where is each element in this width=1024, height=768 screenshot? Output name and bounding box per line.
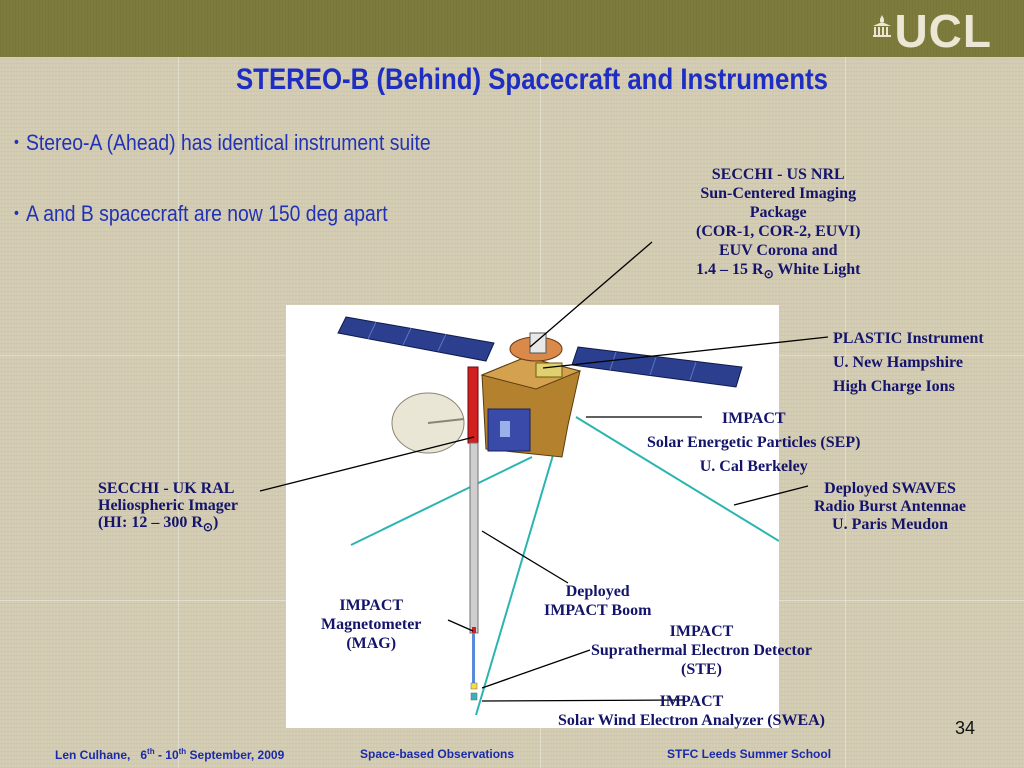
label-line: U. Cal Berkeley [699, 458, 808, 475]
label-line: Sun-Centered Imaging [700, 185, 857, 202]
slide-title: STEREO-B (Behind) Spacecraft and Instrum… [235, 63, 829, 96]
label-impact-boom: Deployed IMPACT Boom [544, 582, 651, 620]
footer-author-date: Len Culhane, 6th - 10th September, 2009 [55, 747, 285, 762]
label-line: Package [749, 204, 807, 221]
label-line: IMPACT [659, 693, 724, 710]
bullet-icon: • [14, 134, 19, 151]
label-line: U. New Hampshire [833, 354, 963, 371]
label-impact-mag: IMPACT Magnetometer (MAG) [321, 596, 421, 653]
label-line: 1.4 – 15 R⊙ White Light [696, 261, 861, 282]
label-line: Magnetometer [321, 616, 422, 633]
label-impact-ste: IMPACT Suprathermal Electron Detector (S… [591, 622, 812, 679]
label-line: SECCHI - UK RAL [98, 480, 235, 497]
label-line: (COR-1, COR-2, EUVI) [696, 223, 861, 240]
spacecraft-bus [480, 332, 582, 458]
label-line: Solar Wind Electron Analyzer (SWEA) [558, 712, 825, 729]
spacecraft-image [286, 305, 780, 728]
spacecraft-drawing [337, 316, 780, 716]
portico-icon [873, 15, 892, 37]
label-swaves: Deployed SWAVES Radio Burst Antennae U. … [814, 480, 966, 534]
footer-school: STFC Leeds Summer School [667, 747, 832, 761]
solar-panel-left [337, 316, 495, 362]
bullet-text: Stereo-A (Ahead) has identical instrumen… [25, 130, 431, 155]
label-line: IMPACT Boom [544, 602, 652, 619]
label-plastic: PLASTIC Instrument U. New Hampshire High… [833, 327, 984, 399]
label-line: IMPACT [721, 410, 786, 427]
top-banner: UCL [0, 0, 1024, 57]
label-impact-sep: IMPACT Solar Energetic Particles (SEP) U… [647, 407, 860, 479]
label-line: Suprathermal Electron Detector [591, 642, 812, 659]
label-line: Heliospheric Imager [98, 497, 238, 514]
label-line: Solar Energetic Particles (SEP) [647, 434, 861, 451]
background-grid-line [845, 57, 846, 768]
bullet-text: A and B spacecraft are now 150 deg apart [25, 201, 388, 226]
swaves-antennae [350, 416, 780, 716]
label-line: High Charge Ions [833, 378, 955, 395]
label-line: SECCHI - US NRL [711, 166, 845, 183]
bullet-point: • Stereo-A (Ahead) has identical instrume… [14, 130, 431, 156]
sun-symbol-icon: ⊙ [763, 267, 774, 282]
label-line: EUV Corona and [718, 242, 838, 259]
label-impact-swea: IMPACT Solar Wind Electron Analyzer (SWE… [558, 692, 825, 730]
sun-symbol-icon: ⊙ [202, 520, 213, 535]
label-line: PLASTIC Instrument [833, 330, 984, 347]
footer-topic: Space-based Observations [360, 747, 515, 761]
logo-text: UCL [894, 5, 992, 57]
label-secchi-us: SECCHI - US NRL Sun-Centered Imaging Pac… [696, 165, 860, 284]
label-secchi-uk: SECCHI - UK RAL Heliospheric Imager (HI:… [98, 480, 238, 536]
label-line: Radio Burst Antennae [814, 498, 967, 515]
high-gain-antenna-dish [391, 392, 465, 454]
bullet-point: • A and B spacecraft are now 150 deg apar… [14, 201, 388, 227]
label-line: IMPACT [669, 623, 734, 640]
label-line: Deployed SWAVES [824, 480, 956, 497]
bullet-icon: • [14, 205, 19, 222]
label-line: Deployed [565, 583, 630, 600]
label-line: IMPACT [339, 597, 404, 614]
background-grid-line [178, 57, 179, 768]
impact-boom [467, 366, 479, 701]
ucl-logo: UCL [872, 8, 992, 54]
label-line: U. Paris Meudon [832, 516, 949, 533]
label-line: (MAG) [346, 635, 397, 652]
label-line: (STE) [681, 661, 722, 678]
label-line: (HI: 12 – 300 R⊙) [98, 514, 219, 535]
page-number: 34 [955, 718, 976, 738]
